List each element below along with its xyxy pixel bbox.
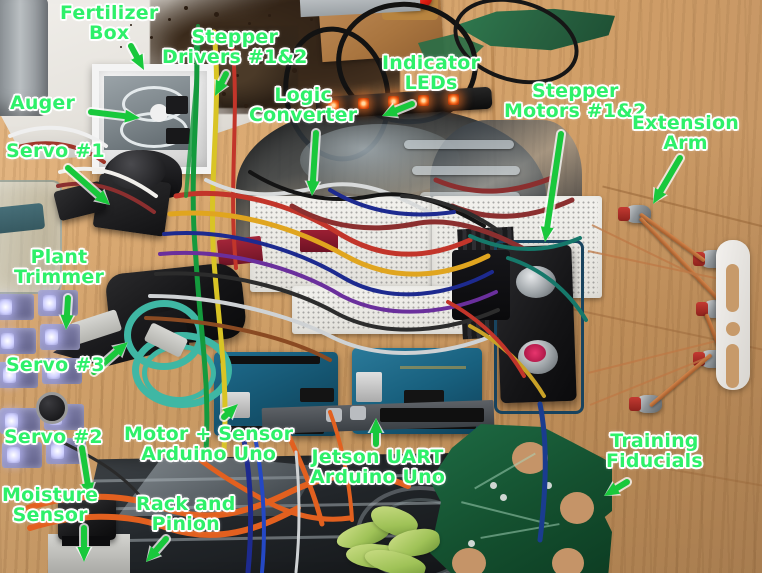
usb-connector xyxy=(356,372,382,402)
soil-speck xyxy=(310,18,313,21)
soil-speck xyxy=(222,92,226,96)
pcb-pad xyxy=(490,482,497,489)
soil-speck xyxy=(268,14,271,17)
annotation-arrow-plant-trimmer xyxy=(58,293,76,330)
indicator-led xyxy=(328,100,339,111)
panel-knob[interactable] xyxy=(36,392,68,424)
annotation-arrow-auger xyxy=(86,107,140,125)
auger-motor-block xyxy=(166,128,190,144)
annotation-arrow-servo-1 xyxy=(63,163,110,205)
grey-cylinder xyxy=(0,0,48,116)
soil-speck xyxy=(168,18,171,21)
indicator-led xyxy=(418,95,429,106)
soil-speck xyxy=(180,52,183,55)
annotation-arrow-stepper-drivers xyxy=(214,69,231,96)
pcb-hole xyxy=(512,442,548,474)
uv-led-cell xyxy=(0,408,40,434)
annotation-label-servo-3: Servo #3 xyxy=(6,354,105,376)
pin-header xyxy=(380,408,484,422)
annotation-arrow-servo-2 xyxy=(77,443,97,498)
uv-led-panel xyxy=(0,288,90,478)
annotation-arrow-jetson-uart-uno xyxy=(367,418,385,449)
annotation-label-stepper-motors: Stepper Motors #1&2 xyxy=(504,80,647,122)
soil-speck xyxy=(258,60,262,64)
soil-speck xyxy=(236,74,239,77)
push-button[interactable] xyxy=(350,406,366,420)
soil-speck xyxy=(248,22,251,25)
uv-led-cell xyxy=(2,442,42,468)
soil-speck xyxy=(130,24,132,26)
annotation-arrow-stepper-motors xyxy=(538,129,566,242)
pcb-pad xyxy=(500,494,507,501)
pcb-pad xyxy=(545,482,552,489)
annotation-label-servo-1: Servo #1 xyxy=(6,140,105,162)
soil-speck xyxy=(200,30,203,33)
annotation-label-extension-arm: Extension Arm xyxy=(632,112,739,154)
annotation-label-plant-trimmer: Plant Trimmer xyxy=(14,246,105,288)
soil-speck xyxy=(244,104,248,108)
pcb-hole xyxy=(452,548,486,573)
soil-speck xyxy=(184,6,188,10)
bracket-hole xyxy=(726,322,740,336)
annotation-label-stepper-drivers: Stepper Drivers #1&2 xyxy=(162,26,308,68)
uv-led-cell xyxy=(0,328,36,354)
microcontroller-chip xyxy=(300,388,334,402)
annotation-arrow-logic-converter xyxy=(304,128,322,196)
annotation-arrow-moisture-sensor xyxy=(75,523,93,562)
indicator-led xyxy=(388,96,399,107)
annotation-label-auger: Auger xyxy=(10,92,76,114)
soil-speck xyxy=(300,40,303,43)
indicator-led xyxy=(358,98,369,109)
uv-led-cell xyxy=(42,358,82,384)
annotation-label-indicator-leds: Indicator LEDs xyxy=(382,52,481,94)
annotation-label-servo-2: Servo #2 xyxy=(4,426,103,448)
pcb-hole xyxy=(560,492,594,524)
annotation-arrow-extension-arm xyxy=(653,153,685,204)
annotation-arrow-training-fiducials xyxy=(604,477,632,496)
pcb-hole xyxy=(552,548,584,573)
pcb-pad xyxy=(468,540,475,547)
enclosure-slot xyxy=(404,140,514,149)
annotation-arrow-motor-sensor-uno xyxy=(219,404,238,422)
annotation-label-training-fiducials: Training Fiducials xyxy=(606,430,703,472)
uv-led-cell xyxy=(0,294,34,320)
annotation-arrow-indicator-leds xyxy=(382,99,417,119)
annotation-label-motor-sensor-uno: Motor + Sensor Arduino Uno xyxy=(124,423,294,465)
pcb-gold-trace xyxy=(400,366,466,369)
shaft-coupler xyxy=(524,344,546,362)
enclosure-slot xyxy=(412,166,520,175)
soil-speck xyxy=(150,36,153,39)
annotation-label-logic-converter: Logic Converter xyxy=(249,84,358,126)
indicator-led xyxy=(448,94,459,105)
bracket-slot xyxy=(726,264,739,312)
teal-cable-coil xyxy=(132,332,232,408)
soil-speck xyxy=(276,36,279,39)
auger-motor-block xyxy=(166,96,188,114)
uv-led-cell xyxy=(0,362,38,388)
glass-jar xyxy=(0,180,62,294)
annotation-label-moisture-sensor: Moisture Sensor xyxy=(2,484,99,526)
annotation-label-rack-and-pinion: Rack and Pinion xyxy=(136,493,236,535)
annotation-label-fertilizer-box: Fertilizer Box xyxy=(60,2,159,44)
pin-header xyxy=(220,356,320,364)
soil-speck xyxy=(120,46,122,48)
uv-led-cell xyxy=(40,324,80,350)
annotation-arrow-servo-3 xyxy=(89,342,128,377)
bracket-slot xyxy=(726,344,739,388)
soil-speck xyxy=(214,12,219,17)
annotation-label-jetson-uart-uno: Jetson UART Arduino Uno xyxy=(310,446,446,488)
soil-speck xyxy=(292,68,297,73)
auger-hub xyxy=(150,104,168,122)
annotation-arrow-fertilizer-box xyxy=(126,41,145,70)
annotation-arrow-rack-and-pinion xyxy=(146,534,171,562)
